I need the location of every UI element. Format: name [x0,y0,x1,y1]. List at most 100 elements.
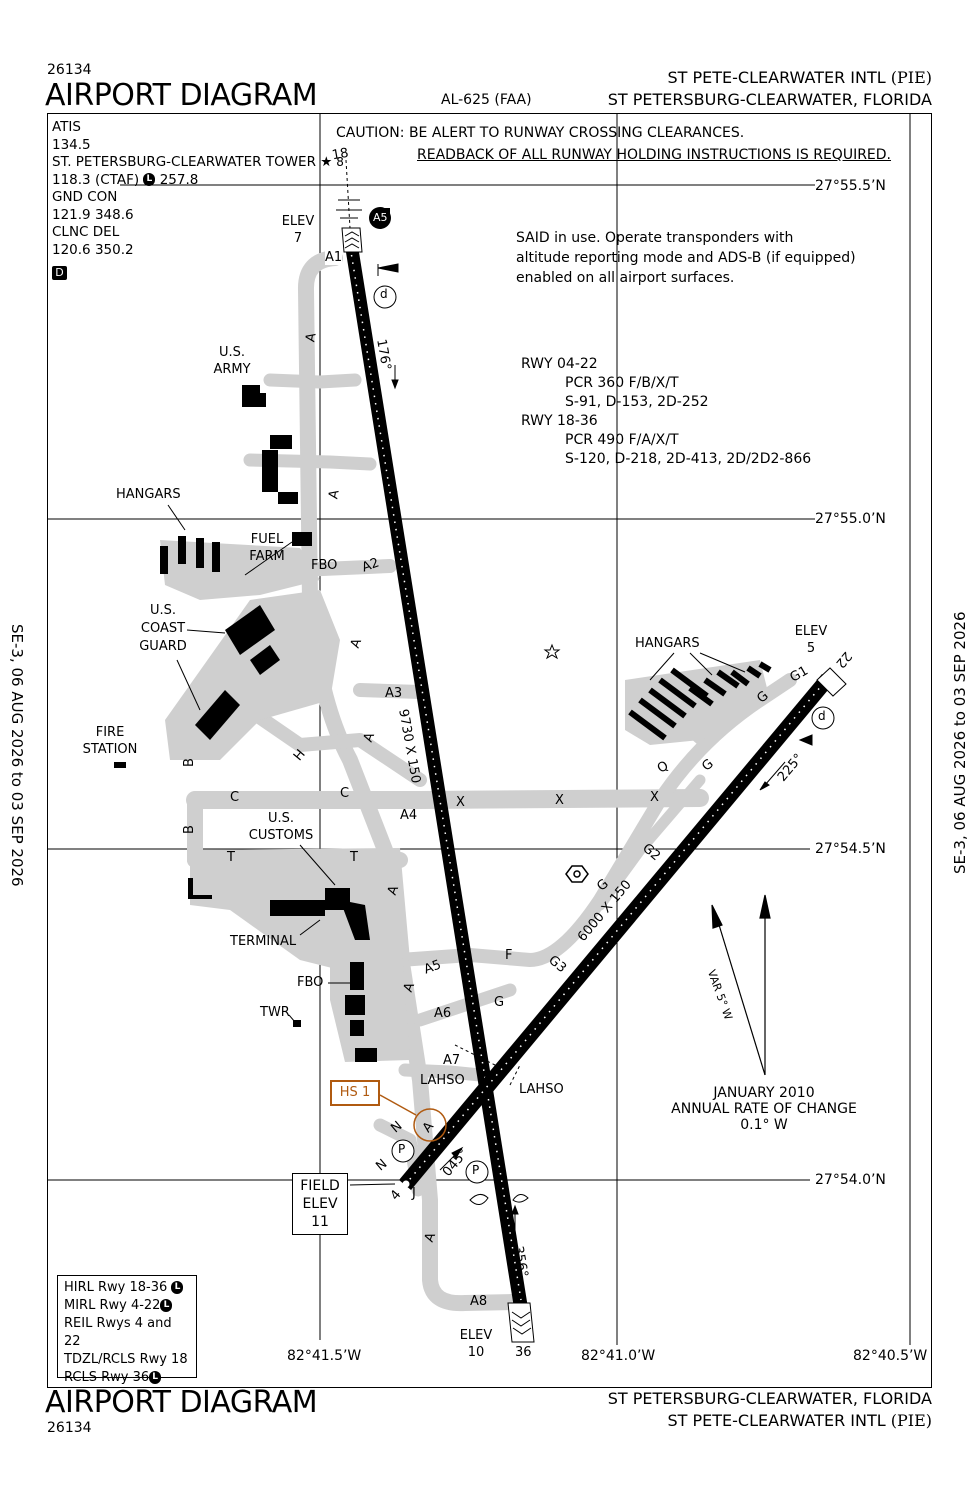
l-badge-1: L [171,1281,184,1294]
pcr-rwy2-weights: S-120, D-218, 2D-413, 2D/2D2-866 [565,451,812,467]
tower-label: ST. PETERSBURG-CLEARWATER TOWER ★ 8 [52,154,344,170]
tower-label-map: TWR [260,1005,290,1020]
lighting-l3: REIL Rwys 4 and 22 [64,1316,172,1349]
chart-title: AIRPORT DIAGRAM [45,78,318,113]
map-frame [47,113,932,1388]
lighting-l2: MIRL Rwy 4-22 [64,1298,161,1313]
twy-c-1: C [230,790,240,805]
twy-a5-badge: A5 [373,211,388,224]
twy-a3: A3 [385,686,403,701]
twy-f: F [505,948,513,963]
pcr-rwy2: RWY 18-36 [521,413,598,429]
clnc-label: CLNC DEL [52,224,120,240]
pcr-rwy1-weights: S-91, D-153, 2D-252 [565,394,709,410]
field-elev-line2: ELEV [302,1196,338,1212]
rwy-end-36: 36 [515,1345,532,1360]
lon-label-1: 82°41.5’W [287,1348,362,1364]
city-state-header: ST PETERSBURG-CLEARWATER, FLORIDA [607,90,932,109]
cg-line1: U.S. [149,603,177,618]
tower-label-text: ST. PETERSBURG-CLEARWATER TOWER [52,154,316,170]
twy-x-3: X [650,790,659,805]
twy-b-1: B [181,758,197,767]
gnd-label: GND CON [52,189,118,205]
l-badge-2: L [160,1299,173,1312]
said-line2: altitude reporting mode and ADS-B (if eq… [516,250,856,266]
hangars-east-label: HANGARS [635,636,700,651]
hangars-east [628,661,772,741]
wind-indicator-d-1: d [380,287,388,301]
twy-a7: A7 [443,1053,461,1068]
pcr-rwy2-value: PCR 490 F/A/X/T [565,432,679,448]
buildings [114,208,390,1062]
lahso-west-label: LAHSO [420,1073,465,1088]
lat-label-1: 27°55.5’N [815,178,886,194]
twy-a6: A6 [434,1006,452,1021]
fuel-farm-label: FUEL FARM [247,531,287,565]
terminal-label: TERMINAL [230,934,297,949]
airport-name-header: ST PETE-CLEARWATER INTL (PIE) [668,68,933,87]
pcr-rwy1-value: PCR 360 F/B/X/T [565,375,679,391]
hangars-west-label: HANGARS [116,487,181,502]
tower-freq2: 257.8 [159,171,199,188]
gnd-freq: 121.9 348.6 [52,206,134,223]
lahso-lines [454,1044,521,1086]
lat-label-3: 27°54.5’N [815,841,886,857]
parking-p-2: P [398,1142,406,1156]
footer-airport: ST PETE-CLEARWATER INTL (PIE) [668,1411,933,1430]
footer-chart-number: 26134 [47,1420,92,1436]
fbo-north-label: FBO [311,558,338,573]
caution-line1: CAUTION: BE ALERT TO RUNWAY CROSSING CLE… [336,125,745,141]
customs-line2: CUSTOMS [248,828,314,843]
lat-label-2: 27°55.0’N [815,511,886,527]
hot-spot [379,1094,447,1142]
star-beacon [543,643,561,660]
d-box: D [52,266,67,280]
hot-spot-hs1: HS 1 [330,1080,380,1106]
lahso-east-label: LAHSO [519,1082,564,1097]
said-notice: SAID in use. Operate transponders with a… [516,228,856,288]
footer-city-state: ST PETERSBURG-CLEARWATER, FLORIDA [607,1389,932,1408]
us-army-label: U.S. ARMY [210,344,254,378]
clnc-freq: 120.6 350.2 [52,241,134,258]
elev-36-label: ELEV [459,1328,493,1343]
parking-p-1: P [472,1163,480,1177]
twy-a8: A8 [470,1294,488,1309]
customs-line1: U.S. [267,811,295,826]
lon-label-2: 82°41.0’W [581,1348,656,1364]
customs-label: U.S. CUSTOMS [244,810,318,844]
lighting-l1: HIRL Rwy 18-36 [64,1280,168,1295]
lighting-l5: RCLS Rwy 36 [64,1370,150,1385]
elev-18-label: ELEV [281,214,315,229]
star-icon: ★ [320,154,333,170]
lighting-l4: TDZL/RCLS Rwy 18 [64,1352,188,1367]
fbo-south-label: FBO [297,975,324,990]
grid-lines [47,113,911,1345]
footer-airport-id: (PIE) [890,1411,932,1430]
elev-36: ELEV 10 [458,1327,494,1361]
lon-label-3: 82°40.5’W [853,1348,928,1364]
magvar-note: JANUARY 2010 ANNUAL RATE OF CHANGE 0.1° … [660,1085,868,1133]
twy-a1: A1 [325,250,343,265]
leader-lines [167,184,830,1186]
army-line1: U.S. [218,345,246,360]
magvar-arrows [711,894,771,1076]
field-elev-line1: FIELD [300,1178,340,1194]
pcr-rwy1: RWY 04-22 [521,356,598,372]
runway-04-22 [399,667,847,1190]
windsock-symbols [377,263,813,1205]
al-number: AL-625 (FAA) [441,92,532,108]
a5-badge-circle [369,207,391,229]
caution-line2: READBACK OF ALL RUNWAY HOLDING INSTRUCTI… [417,147,892,163]
elev-36-value: 10 [467,1345,485,1360]
lighting-line1: HIRL Rwy 18-36 L [64,1279,190,1297]
rwy-end-18: 18 [330,145,350,164]
comms-block: ATIS 134.5 ST. PETERSBURG-CLEARWATER TOW… [52,119,344,282]
approach-lights [336,159,362,229]
fuel-line1: FUEL [250,532,284,547]
atis-freq: 134.5 [52,136,91,153]
magvar-line3: 0.1° W [740,1117,788,1133]
magvar-line2: ANNUAL RATE OF CHANGE [671,1101,857,1117]
